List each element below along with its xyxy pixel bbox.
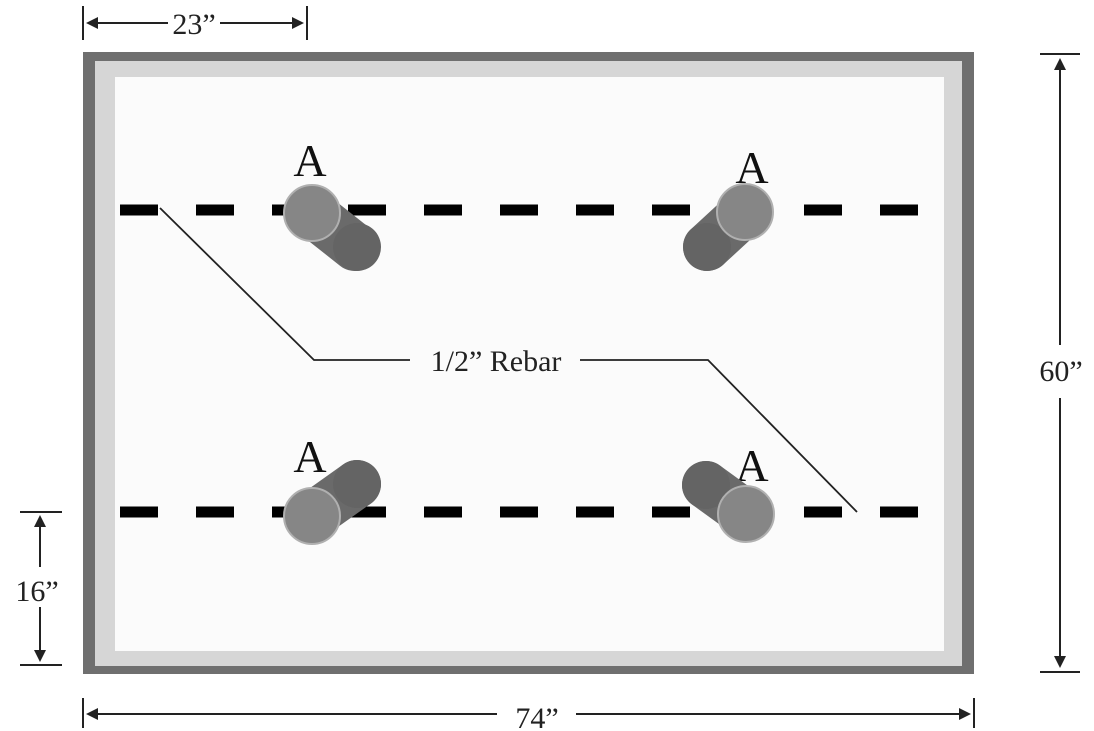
marker-bottom-left-cylinder-front	[283, 487, 341, 545]
rebar-callout-leader-left	[159, 207, 410, 361]
rebar-callout-label: 1/2” Rebar	[431, 345, 562, 378]
marker-bottom-left: A	[283, 431, 381, 545]
slab-surface	[115, 77, 944, 651]
marker-top-left: A	[283, 135, 381, 271]
marker-top-left-cylinder-back	[333, 223, 381, 271]
marker-top-left-cylinder-front	[283, 184, 341, 242]
marker-bottom-right: A	[682, 440, 775, 543]
rebar-callout-leader-right	[580, 359, 858, 513]
marker-top-right-cylinder-back	[683, 223, 731, 271]
height-dimension-label: 60”	[1039, 355, 1082, 388]
marker-top-left-label: A	[293, 135, 326, 186]
width-dimension-label: 74”	[515, 702, 558, 731]
marker-bottom-left-label: A	[293, 431, 326, 482]
top-dimension-label: 23”	[172, 8, 215, 41]
marker-bottom-right-cylinder-front	[717, 485, 775, 543]
marker-top-right-cylinder-front	[716, 183, 774, 241]
bottom-offset-label: 16”	[15, 575, 58, 608]
marker-bottom-left-cylinder-back	[333, 460, 381, 508]
marker-top-right: A	[683, 142, 774, 271]
marker-bottom-right-cylinder-back	[682, 461, 730, 509]
